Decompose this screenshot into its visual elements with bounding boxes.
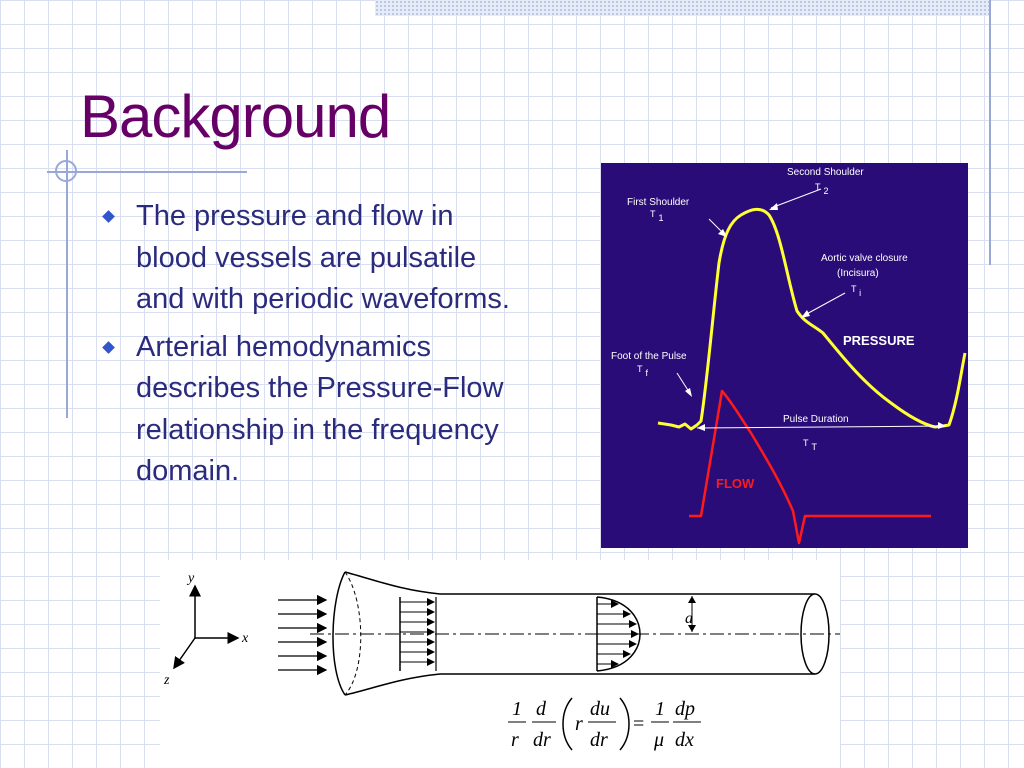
tube-inlet-bell	[332, 571, 346, 696]
pulse-duration-arrowhead-left	[697, 424, 705, 431]
navier-stokes-equation: 1 r d dr r du dr = 1 μ dp dx	[508, 697, 701, 751]
eq-denominator-r: r	[511, 729, 519, 751]
tube-bell-top	[344, 571, 441, 595]
radius-arrowhead-top	[688, 596, 696, 603]
radius-arrowhead-bottom	[688, 625, 696, 632]
aortic-closure-pointer-head	[801, 310, 810, 318]
axis-label-y: y	[186, 571, 195, 586]
first-shoulder-label: First Shoulder	[627, 197, 690, 208]
foot-of-pulse-label: Foot of the Pulse	[611, 351, 687, 362]
radius-label: a	[685, 610, 693, 627]
bullet-list: The pressure and flow in blood vessels a…	[100, 196, 520, 499]
eq-numerator-1b: 1	[655, 698, 665, 720]
eq-numerator-du: du	[590, 698, 610, 720]
foot-of-pulse-pointer-head	[685, 388, 692, 397]
top-decorative-band	[375, 0, 990, 16]
pressure-label: PRESSURE	[843, 333, 915, 348]
parabolic-profile-curve	[596, 596, 641, 672]
poiseuille-flow-diagram: y x z	[160, 560, 840, 768]
diamond-bullet-icon	[102, 210, 115, 223]
axis-label-z: z	[163, 673, 170, 688]
decorative-vertical-line-right	[989, 0, 991, 265]
decorative-horizontal-line	[47, 171, 247, 173]
axis-label-x: x	[241, 631, 249, 646]
eq-denominator-dr2: dr	[590, 729, 608, 751]
pulse-duration-label: Pulse Duration	[783, 414, 849, 425]
eq-denominator-mu: μ	[653, 729, 664, 751]
tube-inlet-dashed-rim	[344, 571, 362, 696]
parabolic-profile-arrows	[597, 600, 639, 668]
uniform-profile-arrows	[400, 598, 435, 666]
eq-denominator-dr: dr	[533, 729, 551, 751]
slide-title: Background	[80, 83, 391, 150]
bullet-text: The pressure and flow in blood vessels a…	[136, 200, 510, 315]
eq-r-factor: r	[575, 713, 583, 735]
eq-numerator-d: d	[536, 698, 547, 720]
eq-equals: =	[633, 713, 644, 735]
z-axis-line	[173, 637, 196, 670]
pulse-duration-arrow	[696, 425, 947, 429]
diamond-bullet-icon	[102, 340, 115, 354]
bullet-item: Arterial hemodynamics describes the Pres…	[100, 327, 520, 493]
aortic-closure-pointer	[802, 292, 846, 317]
second-shoulder-label: Second Shoulder	[787, 167, 864, 178]
inlet-flow-arrows	[278, 594, 328, 676]
eq-denominator-dx: dx	[675, 729, 694, 751]
second-shoulder-pointer	[770, 188, 822, 209]
aortic-closure-label: Aortic valve closure	[821, 253, 908, 264]
flow-curve	[689, 389, 931, 545]
pulse-duration-arrowhead-right	[938, 422, 946, 429]
bullet-text: Arterial hemodynamics describes the Pres…	[136, 330, 504, 488]
decorative-vertical-line-left	[66, 150, 68, 418]
tube-bell-bottom	[344, 673, 441, 696]
flow-label: FLOW	[716, 476, 755, 491]
second-shoulder-pointer-head	[769, 203, 778, 210]
eq-numerator-dp: dp	[675, 698, 695, 720]
crosshair-circle-icon	[55, 160, 77, 182]
eq-right-paren	[619, 697, 630, 751]
bullet-item: The pressure and flow in blood vessels a…	[100, 196, 520, 321]
incisura-label: (Incisura)	[837, 268, 879, 279]
eq-numerator-1: 1	[512, 698, 522, 720]
first-shoulder-pointer-head	[718, 229, 727, 237]
pressure-curve	[657, 207, 967, 431]
eq-left-paren	[562, 697, 573, 751]
